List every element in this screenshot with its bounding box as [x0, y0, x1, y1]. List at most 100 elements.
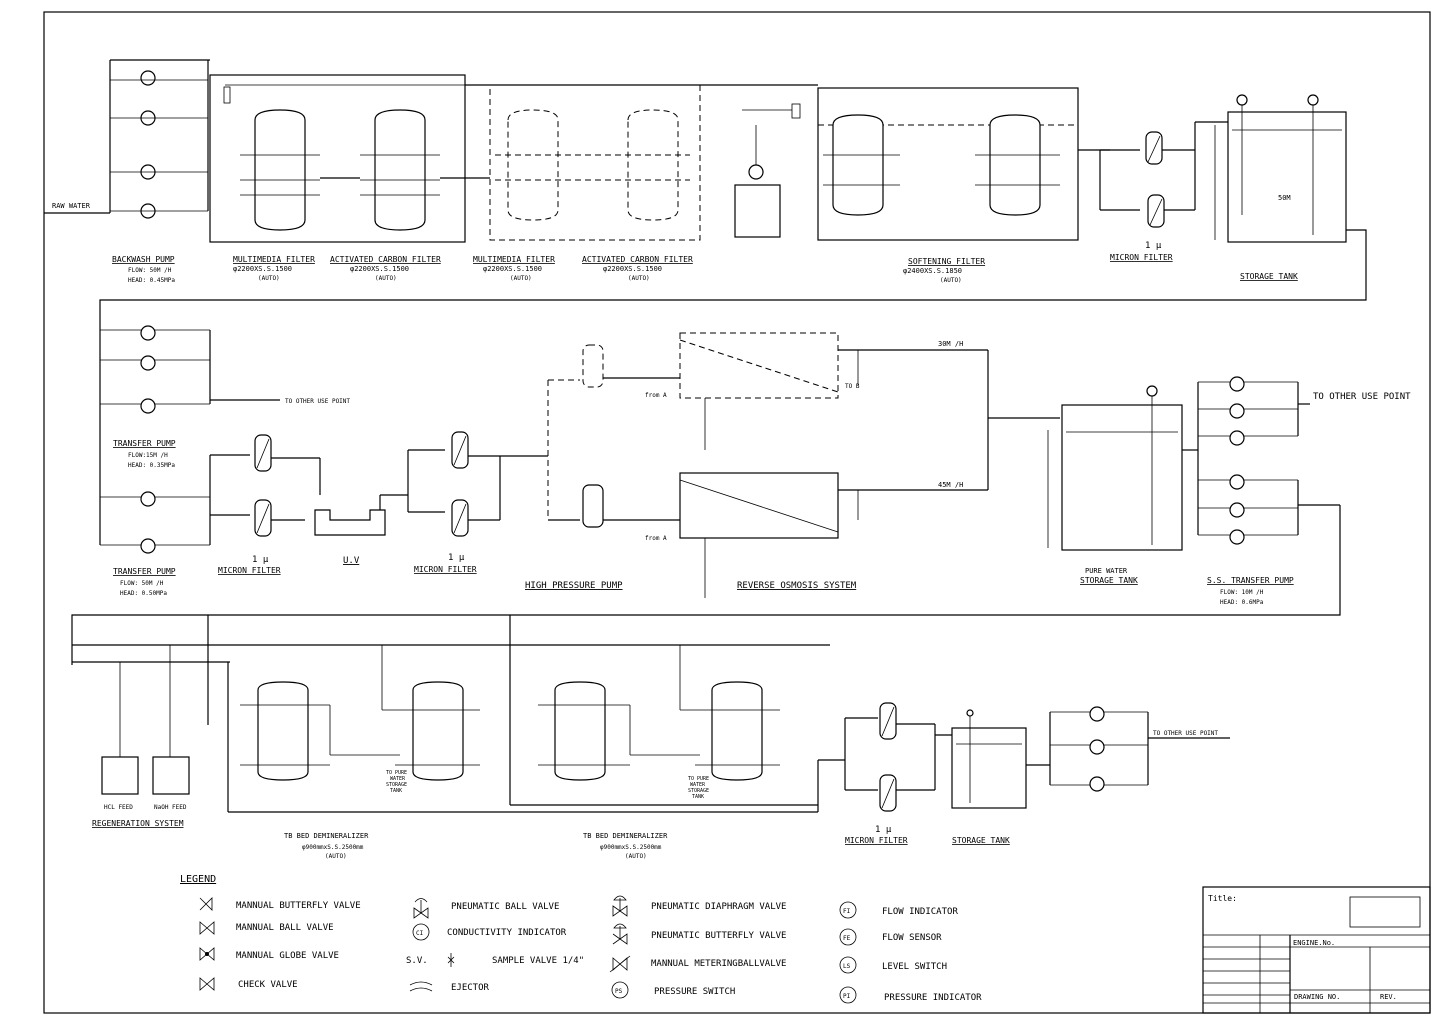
legend-col2-1: CONDUCTIVITY INDICATOR [447, 928, 567, 938]
backwash-pump-flow: FLOW: 50M /H [128, 267, 172, 274]
to-pure-2-l1: TO PURE [688, 776, 709, 782]
transfer-pump-1-title: TRANSFER PUMP [113, 439, 176, 448]
micron-filter-s2b-2 [451, 499, 469, 537]
high-pressure-pump-2 [582, 484, 604, 528]
transfer-pump-2-head: HEAD: 0.50MPa [120, 590, 167, 597]
naoh-feed-label: NaOH FEED [154, 804, 187, 811]
pure-water-tank-line1: PURE WATER [1085, 567, 1128, 575]
demin-1-title: TB BED DEMINERALIZER [284, 832, 369, 840]
legend-col2-0: PNEUMATIC BALL VALVE [451, 902, 559, 912]
storage-tank-s3 [951, 709, 1027, 809]
legend-col4-2: LEVEL SWITCH [882, 962, 947, 972]
flow-sensor-icon [839, 928, 857, 946]
multimedia-filter-1-vessel [240, 109, 320, 231]
softening-filter-1-vessel [832, 114, 884, 216]
butterfly-valve-icon [199, 897, 213, 911]
demin-1-spec: φ900mmxS.S.2500mm [302, 844, 364, 851]
softening-filter-title: SOFTENING FILTER [908, 257, 985, 266]
micron-filter-s3-2 [879, 774, 897, 812]
to-pure-1-l1: TO PURE [386, 770, 407, 776]
backwash-pump-2 [110, 110, 208, 126]
legend-col1-1: MANNUAL BALL VALVE [236, 923, 334, 933]
micron-filter-s2b-title: MICRON FILTER [414, 565, 477, 574]
ejector-icon [409, 981, 433, 992]
stage-3-demineralizer: HCL FEED NaOH FEED REGENERATION SYSTEM [72, 615, 1230, 860]
pneumatic-diaphragm-valve-icon [612, 895, 628, 917]
high-pressure-pump-label: HIGH PRESSURE PUMP [525, 581, 623, 591]
filter-1-mode: (AUTO) [258, 275, 280, 282]
transfer-pump-2-flow: FLOW: 50M /H [120, 580, 164, 587]
title-label: Title: [1208, 894, 1237, 903]
carbon-filter-2-vessel [627, 109, 679, 221]
multimedia-filter-2-vessel [507, 109, 559, 221]
micron-filter-s2b-size: 1 μ [448, 553, 465, 563]
micron-filter-s2a-2 [254, 499, 272, 537]
demineralizer-2a [554, 681, 606, 781]
storage-tank-s3-title: STORAGE TANK [952, 836, 1010, 845]
uv-label: U.V [343, 556, 360, 566]
ss-pump-3 [1229, 430, 1245, 446]
raw-water-label: RAW WATER [52, 202, 91, 210]
regeneration-system-label: REGENERATION SYSTEM [92, 819, 184, 828]
demin-2-mode: (AUTO) [625, 853, 647, 860]
ro-module-2 [679, 472, 839, 539]
filter-1-spec: φ2200XS.S.1500 [233, 265, 292, 273]
ss-pump-5 [1229, 502, 1245, 518]
check-valve-icon [199, 977, 215, 991]
filter-2-spec: φ2200XS.S.1500 [350, 265, 409, 273]
filter-3-spec: φ2200XS.S.1500 [483, 265, 542, 273]
legend-col3-0: PNEUMATIC DIAPHRAGM VALVE [651, 902, 786, 912]
demin-2-title: TB BED DEMINERALIZER [583, 832, 668, 840]
filter-2-mode: (AUTO) [375, 275, 397, 282]
metering-ball-valve-icon [609, 955, 631, 973]
transfer-pump-2a [140, 491, 156, 507]
backwash-pump-4 [110, 203, 208, 219]
demineralizer-2b [711, 681, 763, 781]
demin-1-mode: (AUTO) [325, 853, 347, 860]
dosing-tank [734, 103, 801, 238]
legend-sv-code: S.V. [406, 956, 428, 966]
micron-filter-s2a-title: MICRON FILTER [218, 566, 281, 575]
drawing-no: DRAWING NO. [1294, 993, 1340, 1001]
to-other-use-point-s2: TO OTHER USE POINT [1313, 392, 1411, 402]
legend-col3-3: PRESSURE SWITCH [654, 987, 735, 997]
transfer-pump-1-flow: FLOW:15M /H [128, 452, 168, 459]
pressure-indicator-icon [839, 986, 857, 1004]
naoh-feed-tank [152, 756, 190, 795]
high-pressure-pump-1 [582, 344, 604, 388]
pneumatic-ball-valve-icon [413, 898, 429, 919]
backwash-pump-1 [110, 70, 208, 86]
demineralizer-1a [257, 681, 309, 781]
ss-transfer-pump-flow: FLOW: 10M /H [1220, 589, 1264, 596]
uv-sterilizer [314, 509, 386, 536]
softening-filter-spec: φ2400XS.S.1850 [903, 267, 962, 275]
legend-fe-code: FE [843, 935, 851, 942]
transfer-pump-1a [140, 325, 156, 341]
legend-ps-code: PS [615, 988, 623, 995]
ss-pump-1 [1229, 376, 1245, 392]
legend-col4-1: FLOW SENSOR [882, 933, 942, 943]
s3-pump-3 [1089, 776, 1105, 792]
hcl-feed-tank [101, 756, 139, 795]
drawing-border [43, 11, 1431, 1014]
legend-fi-code: FI [843, 908, 851, 915]
demineralizer-1b [412, 681, 464, 781]
filter-2-title: ACTIVATED CARBON FILTER [330, 255, 441, 264]
from-a-top: from A [645, 392, 667, 399]
ss-pump-4 [1229, 474, 1245, 490]
to-pure-2-l4: TANK [692, 794, 704, 800]
pure-water-storage-tank [1047, 385, 1183, 551]
storage-tank-s1 [1227, 94, 1347, 243]
filter-4-title: ACTIVATED CARBON FILTER [582, 255, 693, 264]
legend-pi-code: PI [843, 993, 851, 1000]
engine-no: ENGINE.No. [1293, 939, 1335, 947]
to-pure-1-l4: TANK [390, 788, 402, 794]
carbon-filter-1-vessel [360, 109, 440, 231]
micron-filter-s1-a [1145, 131, 1163, 165]
legend-col3-2: MANNUAL METERINGBALLVALVE [651, 959, 786, 969]
micron-filter-s3-1 [879, 702, 897, 740]
to-pure-1-l2: WATER [390, 776, 406, 782]
s3-pump-2 [1089, 739, 1105, 755]
from-a-bottom: from A [645, 535, 667, 542]
transfer-pump-2b [140, 538, 156, 554]
